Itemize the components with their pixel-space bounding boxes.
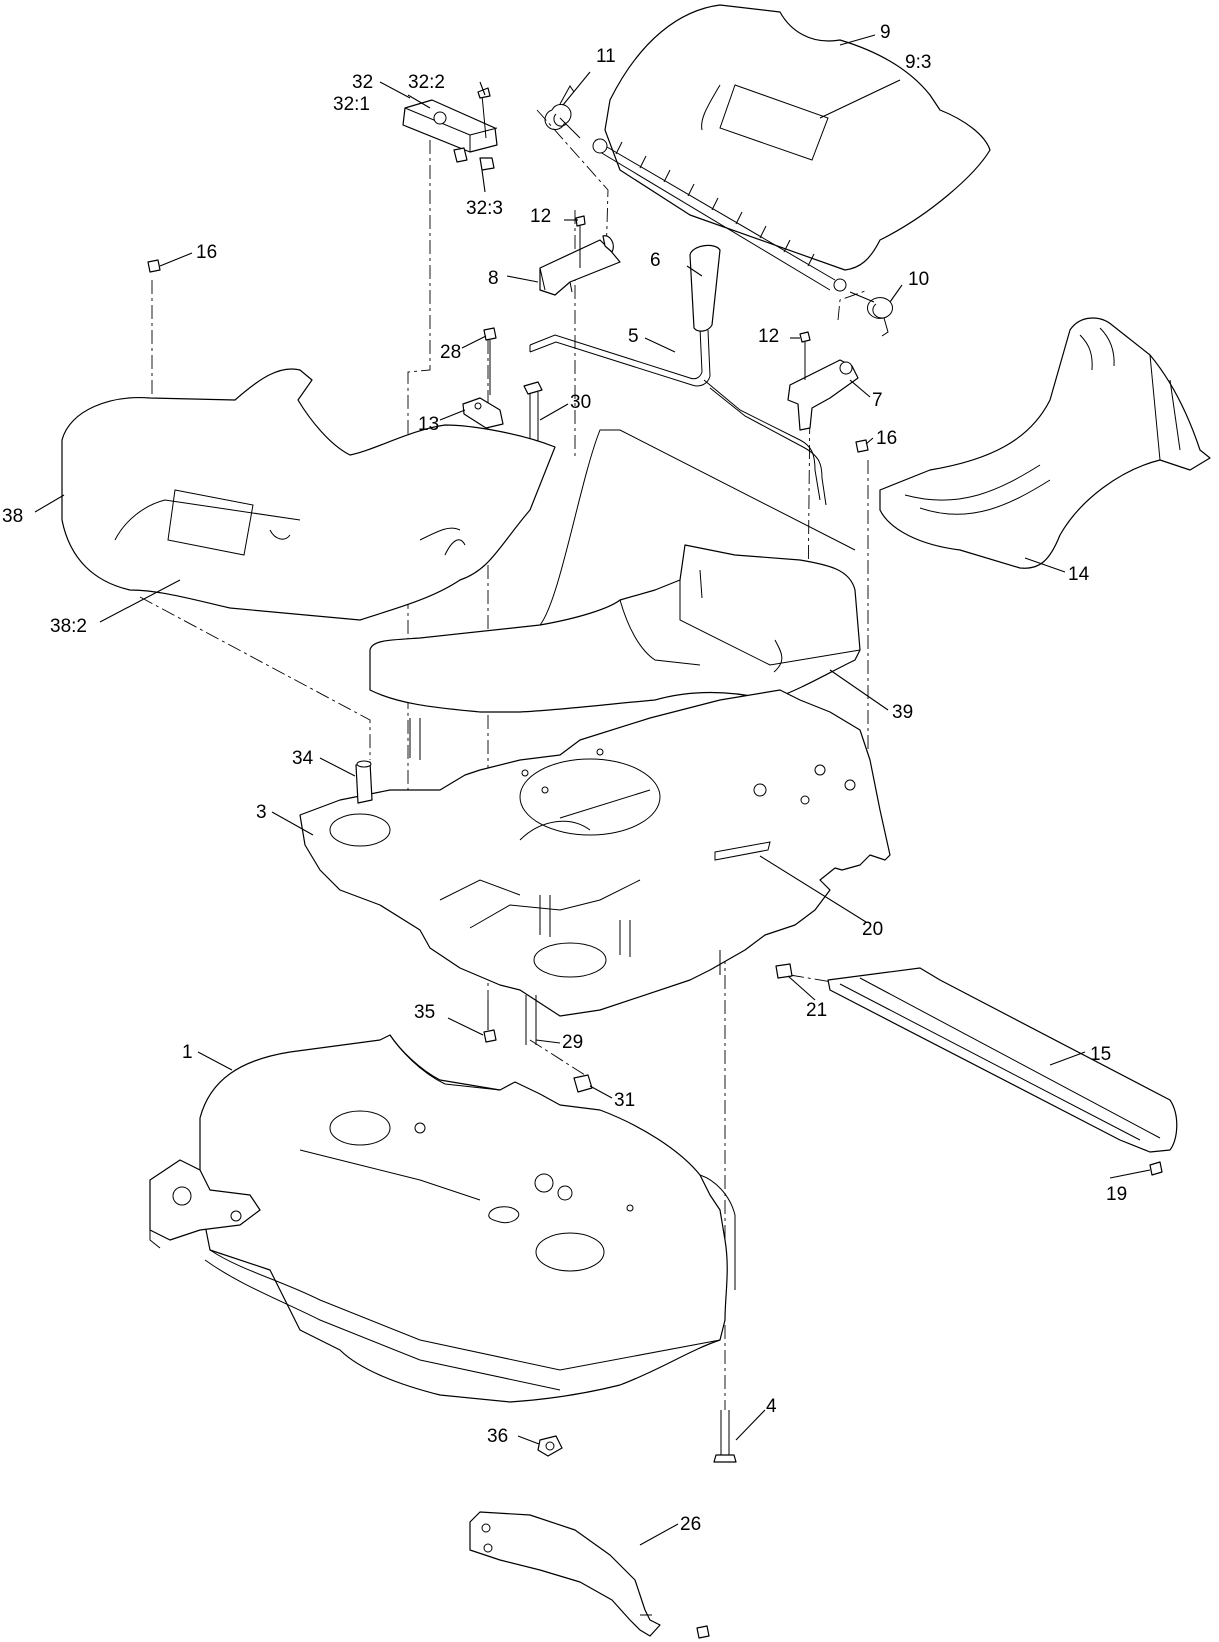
callout-6: 6 [650, 250, 661, 271]
callout-3: 3 [256, 802, 267, 823]
callout-1: 1 [182, 1042, 193, 1063]
callout-9-3: 9:3 [905, 52, 931, 73]
callout-34: 34 [292, 748, 314, 769]
callout-13: 13 [418, 414, 439, 435]
callout-16-right: 16 [876, 428, 897, 449]
callout-14: 14 [1068, 564, 1090, 585]
part-19-screw [1149, 1161, 1163, 1176]
part-7-bracket [787, 331, 859, 431]
callout-9: 9 [880, 22, 891, 43]
callout-labels: 9 9:3 11 10 32 32:1 32:2 32:3 12 8 6 5 1… [2, 22, 1127, 1535]
part-36-nut [537, 1435, 563, 1457]
part-9-hood [592, 4, 991, 292]
callout-11: 11 [596, 46, 616, 67]
callout-8: 8 [488, 268, 499, 289]
callout-28: 28 [440, 342, 461, 363]
part-32-bracket [402, 87, 498, 171]
callout-19: 19 [1106, 1184, 1127, 1205]
callout-31: 31 [614, 1090, 635, 1111]
callout-30: 30 [570, 392, 591, 413]
callout-10: 10 [908, 269, 929, 290]
part-39-housing [369, 429, 861, 713]
callout-32-1: 32:1 [333, 94, 370, 115]
part-5-rod [529, 327, 827, 506]
callout-21: 21 [806, 1000, 827, 1021]
callout-16-left: 16 [196, 242, 217, 263]
callout-39: 39 [892, 702, 913, 723]
part-26-guard [469, 1511, 710, 1639]
part-3-frame [299, 689, 891, 1017]
part-15-rail [827, 967, 1178, 1153]
part-16-bolt-right [855, 439, 869, 453]
part-21-knob [775, 963, 793, 979]
callout-36: 36 [487, 1426, 508, 1447]
part-1-deck [199, 1034, 736, 1403]
part-4-bolt [713, 1410, 737, 1463]
part-35-bolt [483, 1000, 497, 1043]
callout-38-2: 38:2 [50, 616, 87, 637]
callout-5: 5 [628, 326, 639, 347]
callout-4: 4 [766, 1396, 777, 1417]
part-31-nut [573, 1074, 593, 1093]
part-29-rod [525, 995, 537, 1045]
callout-32: 32 [352, 72, 373, 93]
callout-38: 38 [2, 506, 23, 527]
part-10-spring [849, 291, 893, 337]
part-38-cover [61, 368, 556, 621]
part-6-handle [689, 244, 721, 332]
callout-7: 7 [872, 390, 883, 411]
callout-20: 20 [862, 919, 883, 940]
callout-26: 26 [680, 1514, 701, 1535]
part-8-bracket [539, 215, 621, 296]
callout-35: 35 [414, 1002, 435, 1023]
part-14-chute [879, 317, 1211, 569]
part-16-bolt-left [147, 259, 161, 273]
callout-32-2: 32:2 [408, 72, 445, 93]
part-28-bolt [483, 327, 497, 395]
deck-side-bracket [149, 1159, 261, 1249]
callout-15: 15 [1090, 1044, 1111, 1065]
part-11-spring [544, 85, 581, 139]
part-13-plate [462, 397, 504, 429]
leader-lines [34, 34, 1151, 1546]
callout-32-3: 32:3 [466, 198, 503, 219]
part-34-spacer [355, 760, 373, 804]
callout-29: 29 [562, 1032, 583, 1053]
callout-12-right: 12 [758, 326, 779, 347]
callout-12-top: 12 [530, 206, 551, 227]
